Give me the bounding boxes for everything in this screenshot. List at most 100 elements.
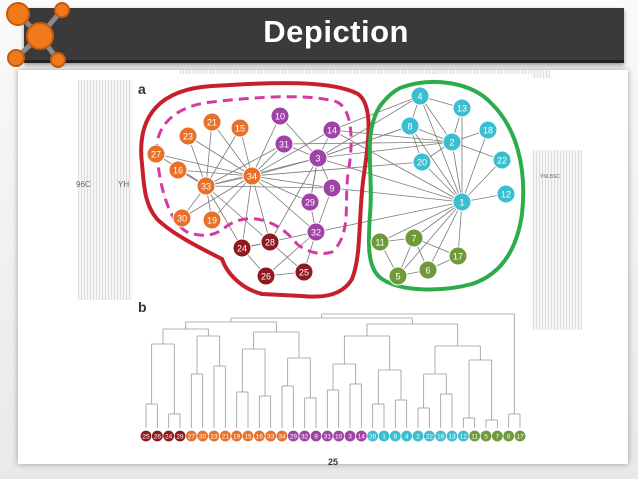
network-edge (397, 201, 463, 277)
network-node-label: 20 (417, 158, 427, 168)
dendrogram-leaf: 18 (435, 430, 447, 442)
network-edge (187, 135, 253, 177)
network-edge (251, 175, 317, 233)
network-edge (251, 129, 333, 177)
dendrogram-leaf-circle (287, 430, 299, 442)
dendrogram-leaf-label: 19 (233, 434, 241, 441)
dendrogram-leaf: 32 (299, 430, 311, 442)
network-node-circle (404, 228, 424, 248)
network-edge (269, 157, 319, 243)
network-node-label: 32 (311, 228, 321, 238)
network-node-label: 7 (411, 234, 416, 244)
network-node-circle (230, 118, 250, 138)
network-node: 15 (230, 118, 250, 138)
dendrogram-leaf-label: 30 (199, 434, 207, 441)
network-edge (451, 141, 463, 203)
network-node: 29 (300, 192, 320, 212)
dendrogram-leaf-circle (401, 430, 413, 442)
network-node: 3 (308, 148, 328, 168)
dendrogram-leaf: 21 (219, 430, 231, 442)
network-node-circle (478, 120, 498, 140)
dendrogram-leaf-circle (355, 430, 367, 442)
dendrogram-leaf-label: 17 (516, 434, 524, 441)
network-node-label: 17 (453, 252, 463, 262)
community-outline-green (366, 79, 526, 292)
dendrogram-leaf-label: 31 (324, 434, 332, 441)
dendrogram-leaf-circle (367, 430, 379, 442)
network-node-circle (172, 208, 192, 228)
dendrogram-leaf-circle (503, 430, 515, 442)
dendrogram-leaf-circle (491, 430, 503, 442)
network-node: 5 (388, 266, 408, 286)
network-node-circle (242, 166, 262, 186)
dendrogram-leaf-circle (469, 430, 481, 442)
network-edge (205, 143, 285, 187)
network-edge (409, 125, 463, 203)
dendrogram-leaf-label: 28 (176, 434, 184, 441)
dendrogram-leaf: 34 (276, 430, 288, 442)
dendrogram-leaf-circle (163, 430, 175, 442)
network-edge (205, 185, 333, 189)
dendrogram-leaf-label: 27 (188, 434, 196, 441)
network-edge (211, 175, 253, 221)
dendrogram-leaf: 2 (412, 430, 424, 442)
network-edge (251, 175, 333, 189)
network-node: 19 (202, 210, 222, 230)
network-edge (317, 125, 411, 159)
network-node-label: 13 (457, 104, 467, 114)
network-node-label: 6 (425, 266, 430, 276)
network-edge (251, 175, 271, 243)
network-node-label: 10 (275, 112, 285, 122)
network-node: 9 (322, 178, 342, 198)
dendrogram-leaf-circle (253, 430, 265, 442)
network-node: 14 (322, 120, 342, 140)
dendrogram-leaf-circle (389, 430, 401, 442)
dendrogram-leaf-label: 12 (460, 434, 468, 441)
network-edge (205, 127, 241, 187)
network-node-circle (448, 246, 468, 266)
network-edge (251, 115, 281, 177)
network-node-label: 29 (305, 198, 315, 208)
network-node-circle (322, 120, 342, 140)
dendrogram-leaf: 19 (231, 430, 243, 442)
network-edge (379, 201, 463, 243)
dendrogram-leaf-label: 25 (142, 434, 150, 441)
network-node-circle (202, 112, 222, 132)
dendrogram-leaf-circle (174, 430, 186, 442)
network-node-circle (168, 160, 188, 180)
network-node: 12 (496, 184, 516, 204)
network-node-label: 18 (483, 126, 493, 136)
dendrogram-leaf-label: 29 (290, 434, 298, 441)
network-edge (241, 175, 253, 249)
network-node-circle (492, 150, 512, 170)
network-node-label: 12 (501, 190, 511, 200)
network-node-circle (306, 222, 326, 242)
network-node-label: 25 (299, 268, 309, 278)
dendrogram-leaf-circle (378, 430, 390, 442)
dendrogram-leaf-label: 10 (335, 434, 343, 441)
network-node: 27 (146, 144, 166, 164)
network-node-label: 8 (407, 122, 412, 132)
network-node: 33 (196, 176, 216, 196)
dendrogram-leaf-circle (208, 430, 220, 442)
dendrogram-leaf: 26 (151, 430, 163, 442)
dendrogram (145, 313, 521, 428)
network-node-circle (452, 192, 472, 212)
network-node-circle (178, 126, 198, 146)
network-node-circle (256, 266, 276, 286)
dendrogram-leaf-label: 15 (244, 434, 252, 441)
network-edge (211, 121, 253, 177)
network-edge (205, 185, 243, 249)
network-node-label: 1 (459, 198, 464, 208)
network-edge (461, 159, 503, 203)
network-node-circle (232, 238, 252, 258)
dendrogram-leaf: 25 (140, 430, 152, 442)
dendrogram-leaf-label: 22 (426, 434, 434, 441)
network-node-circle (300, 192, 320, 212)
dendrogram-leaf-circle (140, 430, 152, 442)
network-node-circle (370, 232, 390, 252)
dendrogram-leaf: 31 (321, 430, 333, 442)
dendrogram-leaf: 6 (503, 430, 515, 442)
dendrogram-leaf-circle (423, 430, 435, 442)
